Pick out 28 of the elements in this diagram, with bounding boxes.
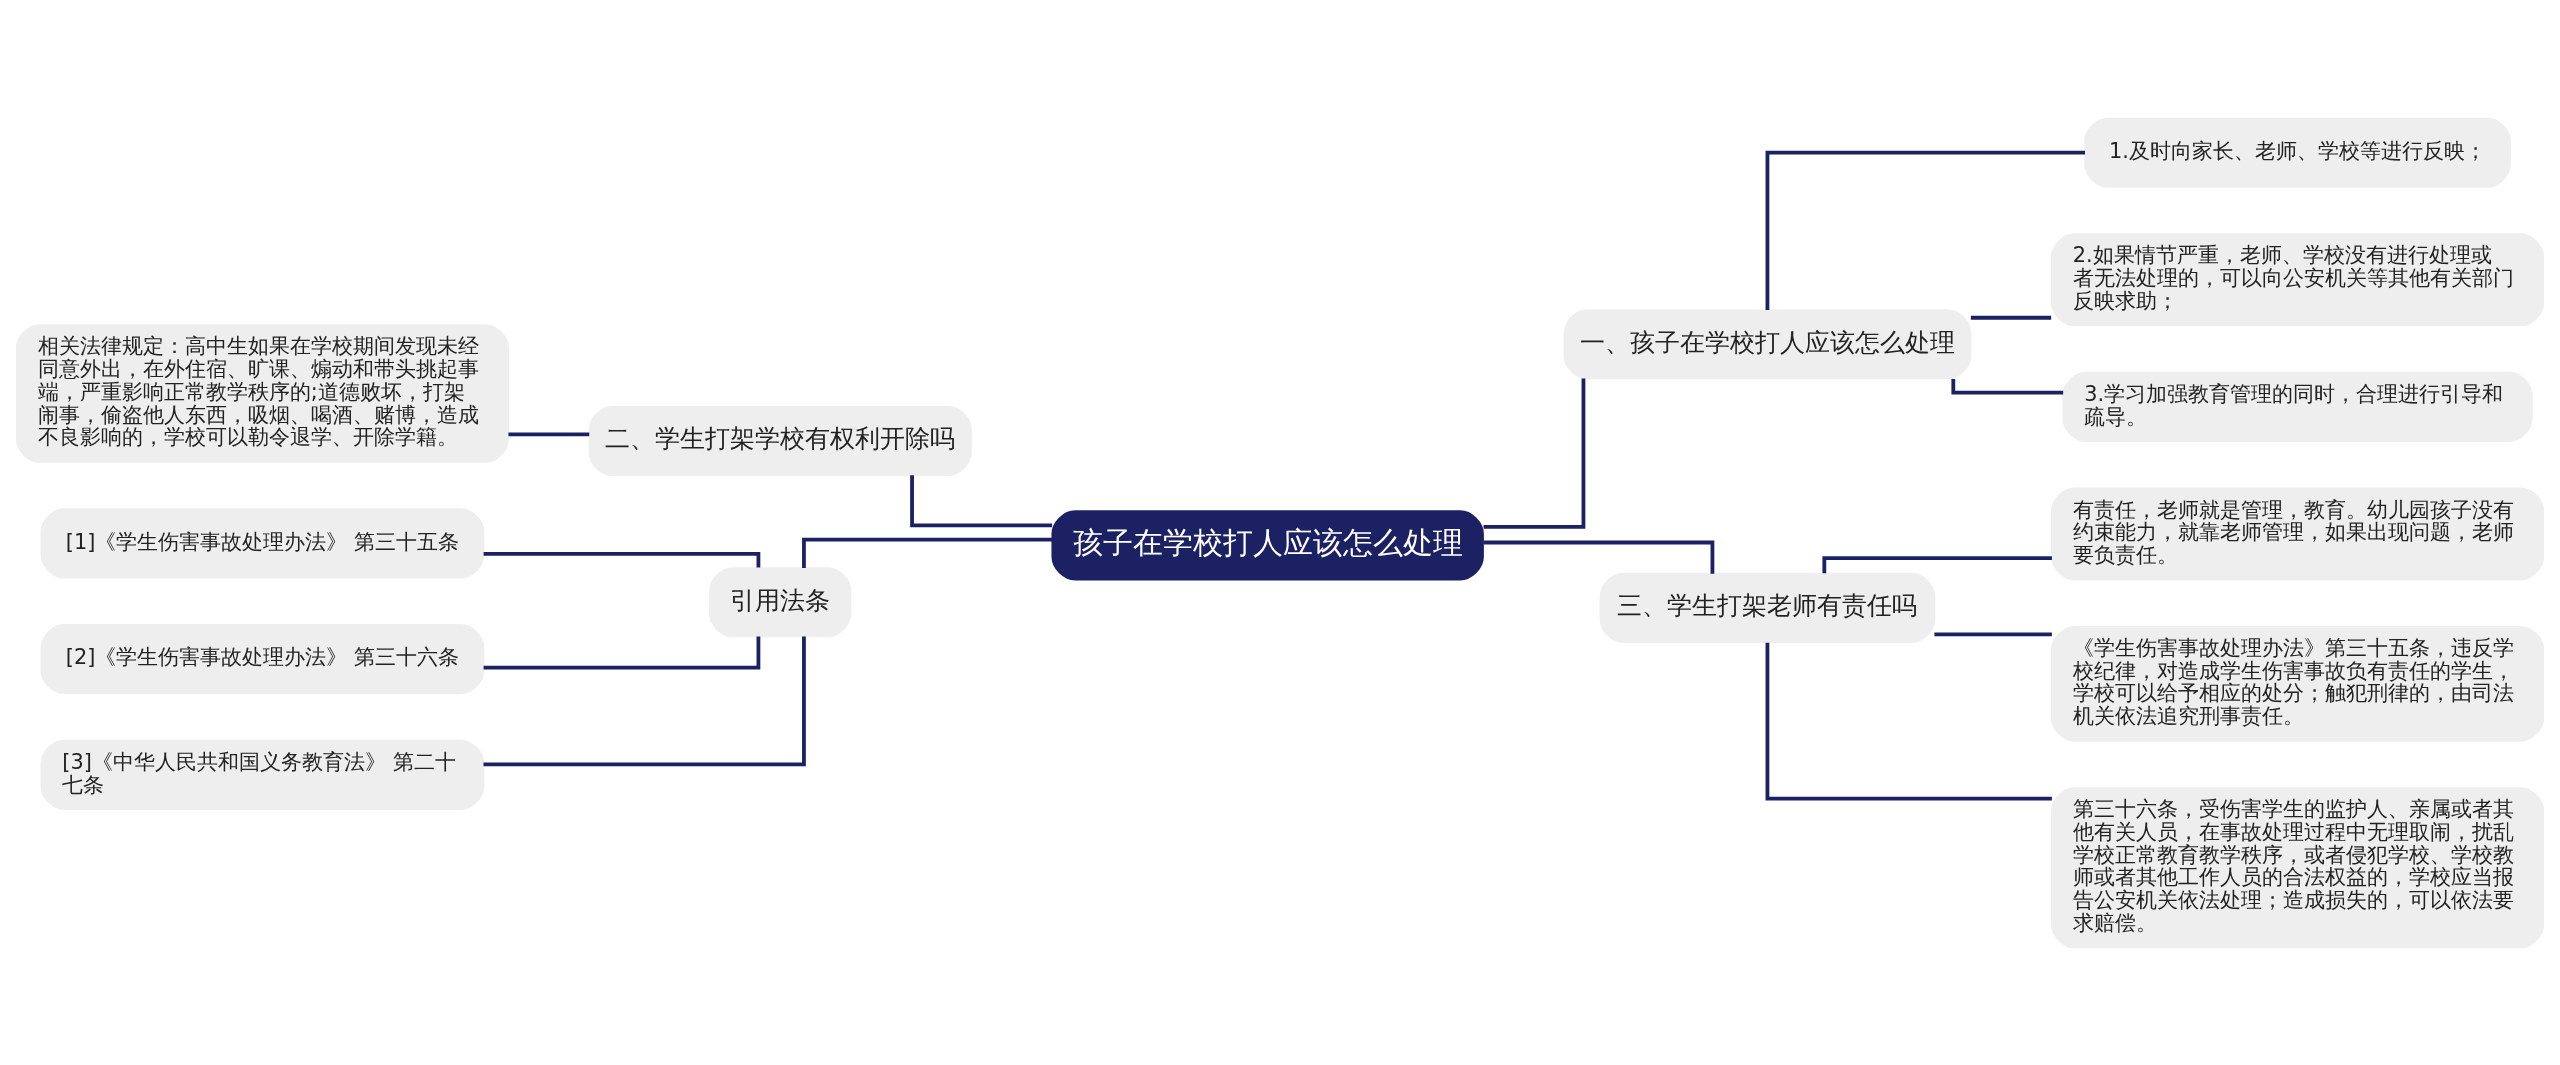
connector xyxy=(1822,555,2052,573)
node-box: 一、孩子在学校打人应该怎么处理 xyxy=(1563,308,1972,379)
node-box: 3.学习加强教育管理的同时，合理进行引导和疏导。 xyxy=(2062,371,2533,442)
connector xyxy=(1483,378,1586,529)
node-box: 二、学生打架学校有权利开除吗 xyxy=(588,405,972,476)
node-box: 2.如果情节严重，老师、学校没有进行处理或者无法处理的，可以向公安机关等其他有关部门反映求助； xyxy=(2051,232,2545,326)
node-box: 第三十六条，受伤害学生的监护人、亲属或者其他有关人员，在事故处理过程中无理取闹，扰乱学校正常教育教学秩序，或者侵犯学校、学校教师或者其他工作人员的合法权益的，学校应当报告公安机关依法处理；造成损失的，可以依法要求赔偿。 xyxy=(2051,786,2545,948)
connector xyxy=(483,636,761,670)
connector xyxy=(1765,642,2052,800)
connector xyxy=(910,474,1053,527)
node-box: [3]《中华人民共和国义务教育法》 第二十七条 xyxy=(40,739,485,810)
node-box: 《学生伤害事故处理办法》第三十五条，违反学校纪律，对造成学生伤害事故负有责任的学生，学校可以给予相应的处分；触犯刑律的，由司法机关依法追究刑事责任。 xyxy=(2051,625,2545,742)
connector xyxy=(1970,315,2052,320)
node-box: [2]《学生伤害事故处理办法》 第三十六条 xyxy=(40,623,485,694)
connector xyxy=(1765,150,2085,310)
node-box: 孩子在学校打人应该怎么处理 xyxy=(1051,509,1484,580)
connector xyxy=(508,432,590,436)
connector xyxy=(1934,632,2052,636)
node-box: [1]《学生伤害事故处理办法》 第三十五条 xyxy=(40,507,485,579)
connector xyxy=(1951,378,2064,395)
node-box: 三、学生打架老师有责任吗 xyxy=(1599,572,1936,643)
node-box: 引用法条 xyxy=(709,566,852,637)
node-box: 有责任，老师就是管理，教育。幼儿园孩子没有约束能力，就靠老师管理，如果出现问题，老师要负责任。 xyxy=(2051,487,2545,580)
connector xyxy=(483,636,806,766)
node-box: 相关法律规定：高中生如果在学校期间发现未经同意外出，在外住宿、旷课、煽动和带头挑起事端，严重影响正常教学秩序的;道德败坏，打架闹事，偷盗他人东西，吸烟、喝酒、赌博，造成不良影响的，学校可以勒令退学、开除学籍。 xyxy=(15,323,509,463)
node-box: 1.及时向家长、老师、学校等进行反映； xyxy=(2084,117,2511,188)
connector xyxy=(483,551,761,568)
connector xyxy=(802,537,1053,568)
